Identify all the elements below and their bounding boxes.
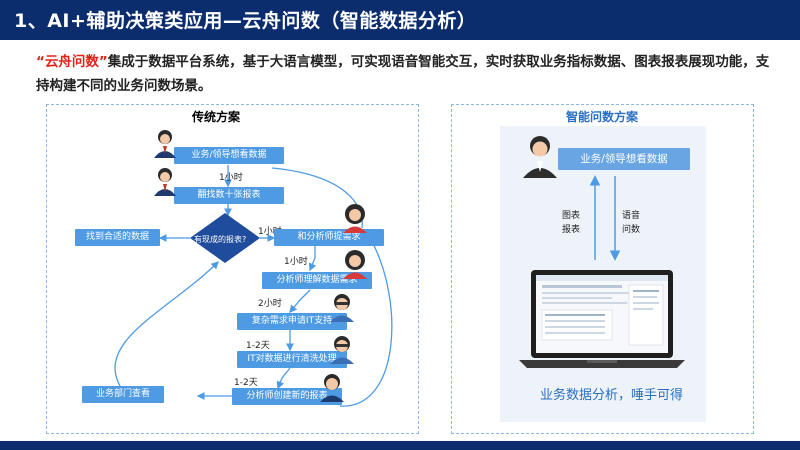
analyst-woman-icon-2 [343, 250, 367, 279]
smart-arrows [589, 175, 621, 261]
smart-title: 智能问数方案 [566, 110, 639, 124]
time-label-2: 1小时 [258, 227, 282, 237]
business-person-icon-2 [154, 168, 176, 196]
traditional-title: 传统方案 [192, 110, 241, 124]
business-man-icon [523, 136, 557, 178]
flow-box-analyst-understand: 分析师理解数据需求 [262, 272, 372, 289]
flow-box-found-data: 找到合适的数据 [75, 229, 160, 246]
it-engineer-icon [330, 294, 354, 322]
header-bar: 1、AI+辅助决策类应用—云舟问数（智能数据分析） [0, 0, 800, 40]
time-label-5: 1-2天 [246, 341, 270, 351]
smart-request-box: 业务/领导想看数据 [558, 148, 690, 170]
smart-caption: 业务数据分析，唾手可得 [540, 388, 684, 403]
decision-diamond [190, 213, 260, 263]
flow-box-business-view: 业务部门查看 [82, 386, 164, 403]
flow-box-new-report: 分析师创建新的报表 [232, 388, 342, 405]
intro-quote-close: ” [98, 54, 108, 70]
flow-box-search-reports: 翻找数十张报表 [174, 187, 284, 204]
time-label-1: 1小时 [219, 173, 243, 183]
smart-panel [451, 104, 754, 434]
intro-quote-open: “ [36, 54, 45, 70]
laptop-illustration [519, 270, 685, 368]
time-label-4: 2小时 [258, 299, 282, 309]
intro-highlight: 云舟问数 [44, 54, 99, 70]
analyst-man-icon [320, 374, 344, 402]
intro-text: 集成于数据平台系统，基于大语言模型，可实现语音智能交互，实时获取业务指标数据、图… [36, 54, 770, 94]
business-person-icon [154, 130, 176, 158]
time-label-3: 1小时 [284, 257, 308, 267]
flow-box-it-support: 复杂需求申请IT支持 [237, 313, 347, 330]
it-engineer-icon-2 [330, 336, 354, 364]
traditional-panel [46, 104, 419, 434]
footer-bar [0, 441, 800, 450]
flow-box-submit-to-analyst: 和分析师提需求 [274, 229, 384, 246]
intro-paragraph: “云舟问数”集成于数据平台系统，基于大语言模型，可实现语音智能交互，实时获取业务… [36, 50, 776, 98]
analyst-woman-icon [343, 204, 367, 233]
chart-label-1: 图表 [562, 211, 581, 221]
chart-label-2: 报表 [562, 225, 581, 235]
decision-label: 有现成的报表? [194, 235, 247, 244]
voice-label-2: 问数 [622, 225, 641, 235]
flow-box-it-cleaning: IT对数据进行清洗处理 [237, 351, 347, 368]
page-title: 1、AI+辅助决策类应用—云舟问数（智能数据分析） [14, 10, 477, 32]
voice-label-1: 语音 [622, 211, 641, 221]
time-label-6: 1-2天 [234, 378, 258, 388]
flow-box-request: 业务/领导想看数据 [174, 147, 284, 164]
